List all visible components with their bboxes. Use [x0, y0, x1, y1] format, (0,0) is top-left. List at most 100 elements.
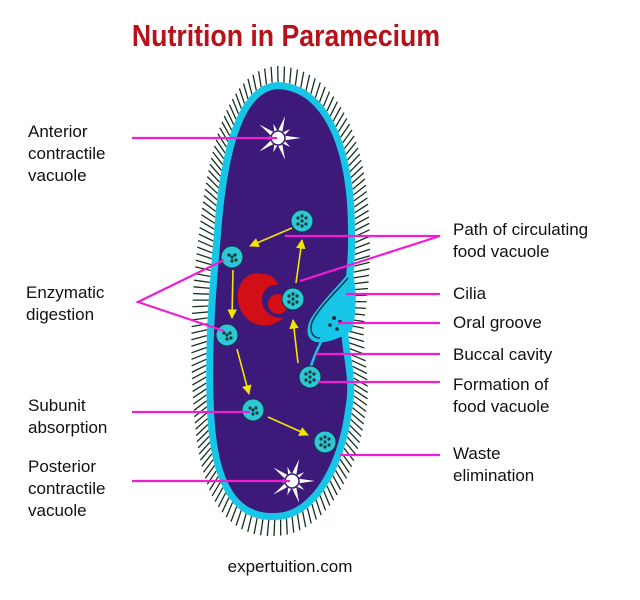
- label-line: Buccal cavity: [453, 345, 553, 364]
- cilium: [231, 98, 240, 115]
- cilium: [193, 400, 208, 411]
- food-particle: [229, 336, 233, 340]
- cilium: [354, 222, 370, 232]
- cilium: [235, 93, 242, 109]
- cilium: [263, 68, 268, 85]
- cilium: [305, 74, 311, 91]
- food-particle: [300, 224, 304, 228]
- cilium: [353, 389, 368, 400]
- cilium: [339, 459, 350, 473]
- label-line: Posterior: [28, 457, 97, 476]
- label-formation-of-food-vacuole: Formation of food vacuole: [453, 374, 549, 418]
- cilium: [285, 518, 288, 535]
- cilium: [191, 370, 207, 380]
- oral-groove-particles: [328, 316, 342, 331]
- label-line: elimination: [453, 466, 535, 485]
- cilium: [354, 203, 369, 214]
- cilium: [209, 476, 219, 491]
- food-particle: [304, 378, 308, 382]
- cilium: [349, 342, 365, 349]
- cilium: [221, 497, 230, 513]
- label-posterior-contractile-vacuole: Posterior contractile vacuole: [28, 456, 105, 522]
- cilium: [353, 274, 370, 279]
- cilium: [314, 82, 321, 98]
- label-line: Path of circulating: [453, 220, 589, 239]
- path-arrow-4: [267, 416, 309, 436]
- cilium: [252, 74, 257, 91]
- cilium: [193, 279, 210, 284]
- cilium: [228, 104, 237, 120]
- food-particle: [327, 437, 331, 441]
- food-particle: [291, 297, 295, 301]
- cilium: [199, 226, 215, 236]
- food-particle: [287, 294, 291, 298]
- label-line: contractile: [28, 479, 106, 498]
- cilium: [198, 233, 214, 242]
- cilium: [350, 418, 363, 431]
- food-particle: [308, 375, 312, 379]
- cilium: [352, 401, 367, 412]
- label-line: digestion: [26, 305, 95, 324]
- cilium: [354, 216, 370, 226]
- food-particle: [323, 445, 327, 449]
- cilia-fringe: [191, 65, 371, 537]
- label-cilia: Cilia: [453, 283, 486, 305]
- cilium: [191, 317, 208, 321]
- cilium: [204, 188, 218, 201]
- cilium: [354, 242, 371, 250]
- cilium: [200, 214, 216, 224]
- label-path-of-circulating-food-vacuole: Path of circulating food vacuole: [453, 219, 588, 263]
- cilium: [354, 255, 371, 261]
- cilium: [332, 475, 342, 490]
- label-line: Anterior: [28, 122, 88, 141]
- food-particle: [255, 411, 259, 415]
- food-particle: [225, 337, 229, 341]
- cilium: [192, 305, 209, 308]
- cilium: [311, 503, 317, 520]
- buccal-cavity: [309, 339, 324, 367]
- oral-groove-outline: [310, 277, 349, 339]
- food-particle: [287, 300, 291, 304]
- cilium: [351, 412, 365, 425]
- food-vacuoles: [215, 209, 337, 454]
- label-line: food vacuole: [453, 242, 550, 261]
- cilium: [241, 513, 247, 530]
- cilium: [353, 383, 369, 394]
- cilium: [205, 182, 219, 195]
- label-subunit-absorption: Subunit absorption: [28, 395, 107, 439]
- cilium: [191, 346, 207, 354]
- cilium: [213, 145, 225, 160]
- cilium: [197, 435, 210, 449]
- label-line: vacuole: [28, 501, 87, 520]
- circulation-arrows: [227, 227, 309, 436]
- label-line: Cilia: [453, 284, 487, 303]
- cilium: [191, 311, 209, 315]
- path-arrow-5: [289, 319, 299, 364]
- cilium: [350, 353, 366, 362]
- cilium: [319, 86, 326, 103]
- food-particle: [300, 219, 304, 223]
- cilium: [273, 519, 276, 537]
- cilium: [352, 365, 368, 375]
- cilium: [196, 429, 209, 443]
- path-arrow-2: [227, 269, 237, 319]
- cilium: [348, 153, 361, 167]
- cilium: [319, 495, 327, 511]
- food-particle: [254, 406, 258, 410]
- cilium: [223, 115, 233, 131]
- cilium: [200, 220, 215, 230]
- cilium: [193, 292, 210, 295]
- cilium: [197, 239, 213, 248]
- cilium: [345, 141, 357, 155]
- food-particle: [227, 253, 231, 257]
- cilium: [306, 507, 312, 524]
- cilium: [350, 166, 364, 178]
- food-particle: [308, 380, 312, 384]
- food-particle: [296, 216, 300, 220]
- cilium: [192, 382, 207, 393]
- cilium: [238, 88, 246, 104]
- cilium: [270, 66, 273, 83]
- cilium: [195, 418, 208, 430]
- label-waste-elimination: Waste elimination: [453, 443, 534, 487]
- cilium: [315, 499, 322, 516]
